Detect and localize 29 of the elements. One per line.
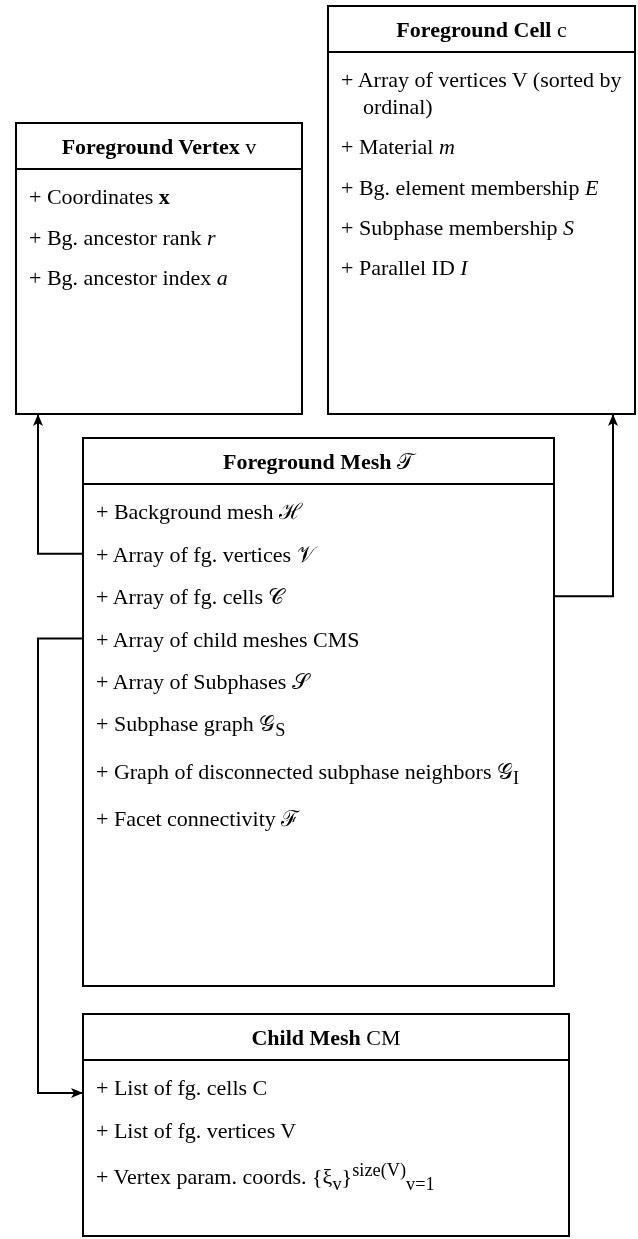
attribute-text: + Subphase membership S [341, 214, 575, 242]
attribute-text: + Facet connectivity ℱ [96, 806, 301, 833]
arrow [37, 637, 83, 1098]
class-name: Foreground Mesh 𝒯 [84, 439, 553, 486]
class-name: Child Mesh CM [84, 1015, 568, 1062]
attribute-text: + Array of fg. vertices 𝒱 [96, 541, 545, 569]
class-name: Foreground Cell c [329, 7, 634, 54]
class-box [82, 1013, 570, 1237]
attribute-text: + Graph of disconnected subphase neighbors 𝒢$_{I}$ [96, 758, 521, 791]
attribute-text: + Subphase graph 𝒢$_{S}$ [96, 711, 287, 743]
attribute-text: + Bg. element membership E [341, 174, 600, 201]
attribute-text: + Coordinates x [29, 184, 171, 211]
class-box [15, 122, 303, 415]
attribute-text: + Bg. ancestor index a [29, 265, 229, 292]
attribute-text: + Parallel ID I [341, 255, 470, 282]
attribute-text: + Bg. ancestor rank r [29, 224, 217, 252]
arrow [33, 414, 83, 555]
attribute-text: + Array of vertices V (sorted by ordinal) [341, 67, 623, 121]
attribute-text: + Array of fg. cells 𝒞 [96, 584, 287, 611]
attribute-text: + List of fg. cells C [96, 1075, 269, 1102]
attribute-text: + List of fg. vertices V [96, 1117, 298, 1145]
attribute-text: + Array of Subphases 𝒮 [96, 668, 312, 696]
class-box [327, 5, 636, 415]
arrow [554, 414, 618, 598]
class-name: Foreground Vertex v [17, 124, 301, 171]
attribute-text: + Material m [341, 134, 456, 161]
attribute-text: + Background mesh ℋ [96, 499, 304, 526]
class-box [82, 437, 555, 987]
attribute-text: + Array of child meshes CMS [96, 626, 361, 653]
